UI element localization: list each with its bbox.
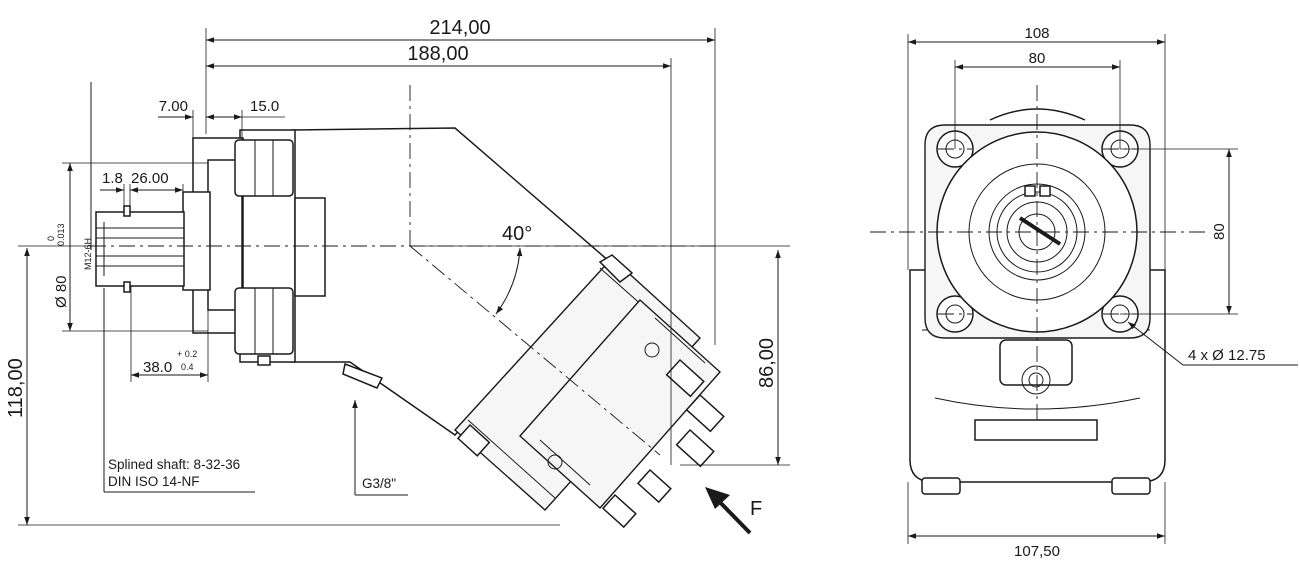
dim-base-width: 107,50 (907, 482, 1166, 560)
shaft-tol-lower-text: 0.013 (56, 223, 66, 246)
thread-label: M12-6H (83, 238, 93, 270)
dim-80-v-text: 80 (1211, 223, 1228, 240)
holes-callout: 4 x Ø 12.75 (1127, 321, 1298, 366)
dim-flange-width: 108 (907, 25, 1166, 270)
spline-note-line2: DIN ISO 14-NF (108, 474, 200, 489)
spline-note: Splined shaft: 8-32-36 DIN ISO 14-NF (103, 288, 255, 493)
dim-80-h-text: 80 (1029, 50, 1046, 67)
shaft-tol-upper-text: 0 (46, 236, 56, 241)
front-view: 108 80 80 4 x Ø 12.75 107,50 (870, 25, 1298, 560)
dim-spigot-length: 38.0 + 0.2 0.4 (130, 286, 209, 382)
spline-note-line1: Splined shaft: 8-32-36 (108, 457, 240, 472)
dim-108-text: 108 (1024, 25, 1049, 42)
dim-80-diameter-text: Ø 80 (53, 275, 70, 308)
dim-bent-angle: 40° (495, 223, 532, 315)
bent-axis-centerline (409, 245, 661, 456)
dim-7-text: 7.00 (159, 98, 188, 115)
thread-callout: M12-6H (83, 82, 93, 270)
dim-107-50-text: 107,50 (1014, 543, 1060, 560)
dim-188-text: 188,00 (407, 43, 468, 65)
port-thread-label: G3/8" (362, 476, 396, 491)
holes-label: 4 x Ø 12.75 (1188, 347, 1266, 364)
dim-15-text: 15.0 (250, 98, 279, 115)
dim-body-length: 188,00 (206, 43, 672, 465)
dim-hole-spacing-vertical: 80 (1120, 148, 1238, 315)
dim-shaft-length: 1.8 26.00 (100, 170, 184, 212)
dim-hole-spacing-horizontal: 80 (954, 50, 1121, 149)
dim-1-8-text: 1.8 (102, 170, 123, 187)
side-view: 214,00 188,00 7.00 15.0 1.8 26.00 (5, 17, 790, 535)
dim-38-text: 38.0 (143, 359, 172, 376)
force-indicator: F (705, 487, 762, 535)
dim-port-height: 86,00 (410, 245, 790, 466)
dim-118-text: 118,00 (5, 358, 27, 418)
dim-26-text: 26.00 (131, 170, 169, 187)
dim-214-text: 214,00 (429, 17, 490, 39)
force-label: F (750, 498, 762, 520)
dim-flange-offsets: 7.00 15.0 (158, 98, 285, 140)
dim-86-text: 86,00 (756, 338, 778, 388)
dim-40-degree-text: 40° (502, 223, 532, 245)
bent-housing (291, 127, 725, 529)
splined-shaft (95, 205, 185, 293)
dim-overall-length: 214,00 (205, 17, 716, 345)
spigot-tol-upper-text: + 0.2 (177, 349, 197, 359)
dim-pilot-diameter: Ø 80 0 0.013 (46, 162, 208, 332)
port-thread-callout: G3/8" (352, 400, 408, 496)
dim-total-height: 118,00 (5, 245, 560, 526)
spigot-tol-lower-text: 0.4 (181, 362, 194, 372)
